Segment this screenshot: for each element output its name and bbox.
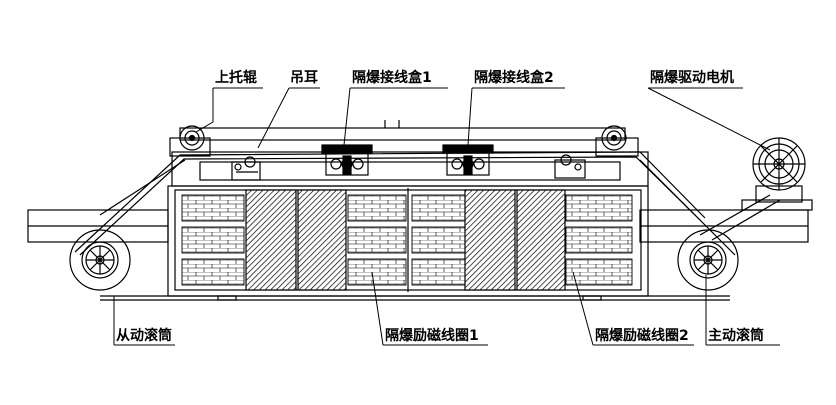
lifting-lug-right <box>554 154 586 179</box>
label-junction-box-1: 隔爆接线盒1 <box>352 70 432 86</box>
label-drive-drum: 主动滚筒 <box>708 328 764 344</box>
upper-idler-left <box>169 125 211 157</box>
label-upper-idler: 上托辊 <box>215 70 257 86</box>
label-driven-drum: 从动滚筒 <box>116 328 172 344</box>
drive-drum <box>677 229 739 291</box>
label-junction-box-2: 隔爆接线盒2 <box>474 70 554 86</box>
lifting-lug-left <box>231 156 261 181</box>
upper-idler-right <box>595 125 639 157</box>
coil-2 <box>464 189 566 291</box>
junction-box-2 <box>442 144 494 176</box>
bottom-feet <box>217 295 602 301</box>
drive-motor <box>699 137 813 241</box>
brick-panels <box>181 194 633 286</box>
label-drive-motor: 隔爆驱动电机 <box>650 70 734 86</box>
leader-lines <box>113 87 780 346</box>
coil-1 <box>245 189 347 291</box>
label-excitation-coil-1: 隔爆励磁线圈1 <box>385 328 479 344</box>
label-excitation-coil-2: 隔爆励磁线圈2 <box>595 328 689 344</box>
label-lifting-lug: 吊耳 <box>290 70 318 86</box>
driven-drum <box>69 229 131 291</box>
junction-box-1 <box>321 144 373 176</box>
